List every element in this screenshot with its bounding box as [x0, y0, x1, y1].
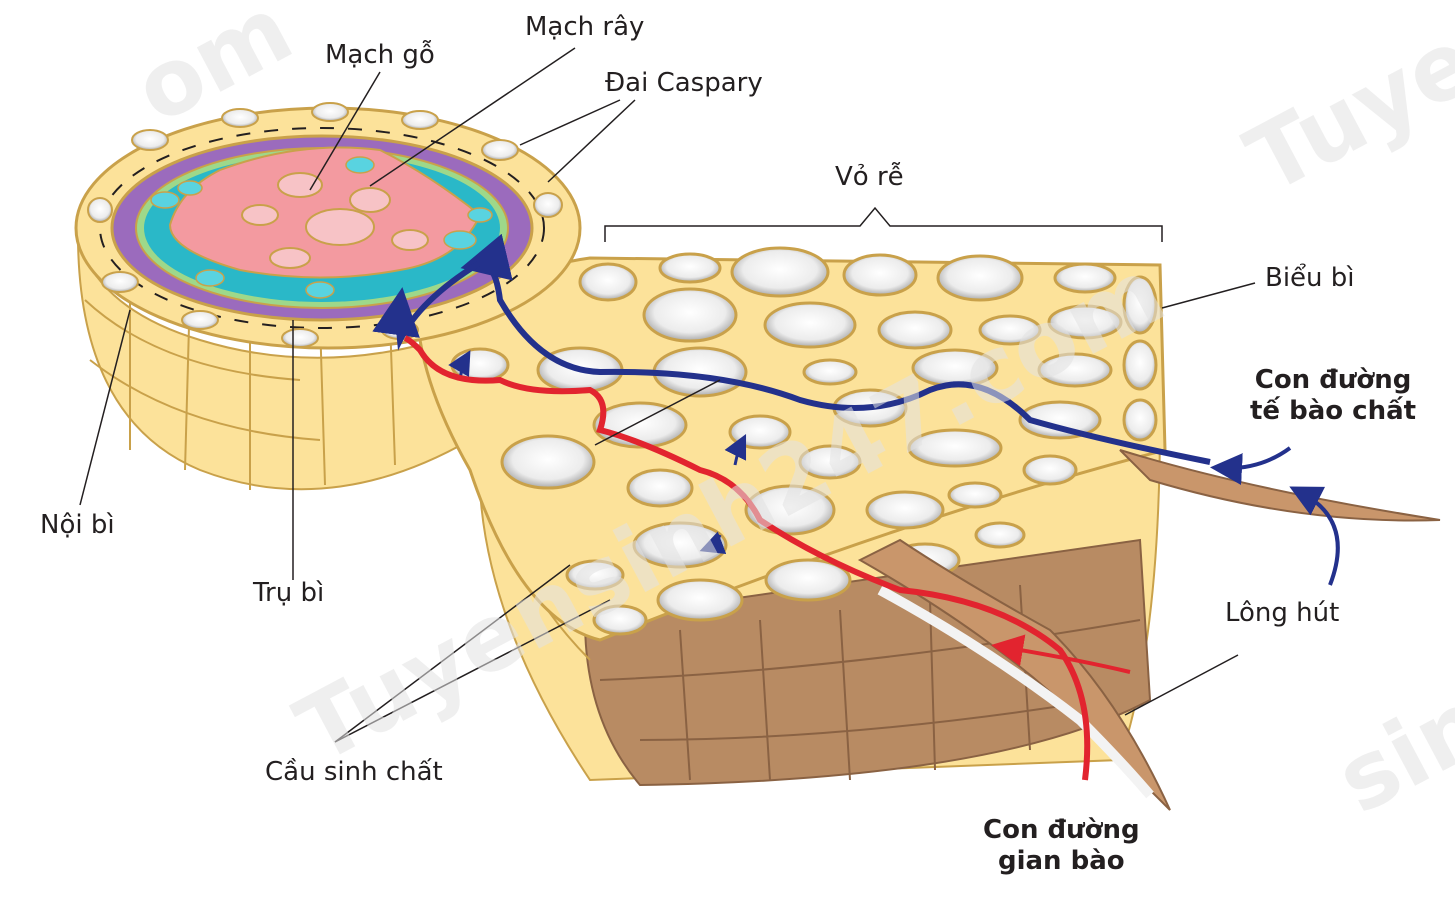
label-casparian-strip: Đai Caspary	[605, 68, 763, 98]
label-cortex: Vỏ rễ	[835, 162, 904, 192]
label-symplast-line1: Con đường	[1254, 365, 1412, 395]
leader-lines	[79, 47, 1256, 743]
label-apoplast-line2: gian bào	[997, 846, 1125, 877]
label-apoplast-line1: Con đường	[983, 815, 1140, 845]
label-plasmodesmata: Cầu sinh chất	[265, 757, 443, 787]
label-symplast-pathway: Con đường tế bào chất	[1250, 365, 1416, 427]
label-epidermis: Biểu bì	[1265, 263, 1355, 293]
apoplast-pathway	[403, 335, 1131, 781]
label-phloem: Mạch rây	[525, 12, 645, 42]
label-symplast-line2: tế bào chất	[1250, 396, 1417, 427]
stele-top-face	[74, 102, 582, 350]
label-pericycle: Trụ bì	[253, 578, 325, 608]
label-endodermis: Nội bì	[40, 510, 115, 540]
label-root-hair: Lông hút	[1225, 598, 1340, 628]
label-xylem: Mạch gỗ	[325, 40, 435, 70]
symplast-pathway	[372, 233, 1340, 586]
label-apoplast-pathway: Con đường gian bào	[983, 815, 1140, 877]
cylinder-side-cells	[77, 239, 471, 491]
